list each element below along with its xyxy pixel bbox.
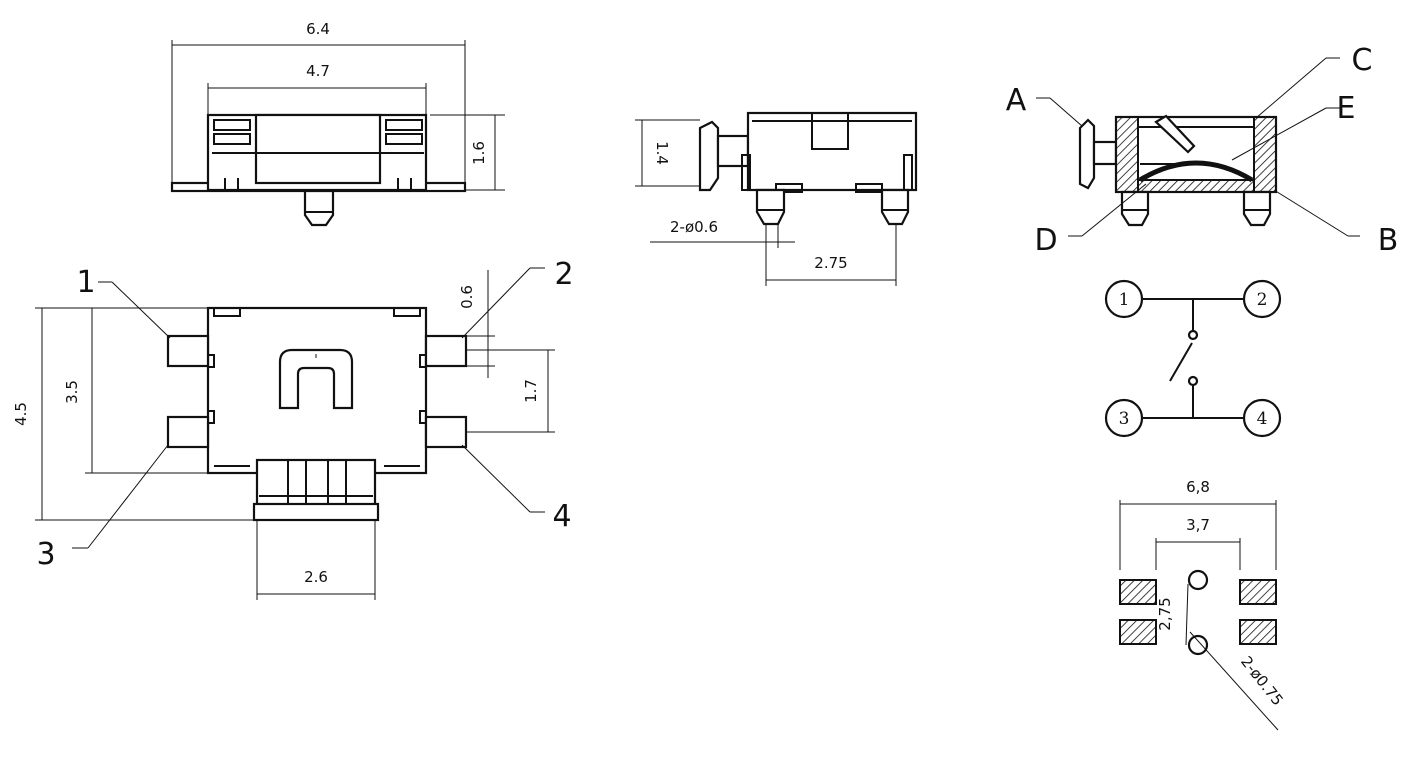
dim-pad-overall: 6,8 bbox=[1186, 478, 1210, 496]
dim-pin-span: 3.5 bbox=[63, 380, 81, 404]
dim-hole-diameter: 2-ø0.75 bbox=[1237, 653, 1287, 709]
part-label-b: B bbox=[1378, 223, 1399, 258]
part-label-e: E bbox=[1337, 91, 1356, 126]
dim-pad-inner: 3,7 bbox=[1186, 516, 1210, 534]
dim-top-height: 1.6 bbox=[470, 141, 488, 165]
side-view: 1.4 2-ø0.6 2.75 bbox=[635, 111, 918, 286]
part-label-c: C bbox=[1352, 43, 1373, 78]
dim-top-inner-width: 4.7 bbox=[306, 62, 330, 80]
dim-pin-pitch: 2.75 bbox=[814, 254, 847, 272]
part-label-a: A bbox=[1006, 83, 1027, 118]
dim-side-height: 1.4 bbox=[653, 141, 671, 165]
pin-label-1: 1 bbox=[76, 265, 95, 300]
part-label-d: D bbox=[1034, 223, 1057, 258]
switch-schematic: 1 2 3 4 bbox=[1104, 279, 1282, 438]
section-view: A C E D B bbox=[1006, 43, 1399, 258]
pad-3 bbox=[1119, 619, 1157, 645]
hole-1 bbox=[1187, 569, 1209, 591]
dim-hole-pitch: 2,75 bbox=[1156, 597, 1174, 630]
dim-pin-diameter: 2-ø0.6 bbox=[670, 218, 718, 236]
pad-1 bbox=[1119, 579, 1157, 605]
dim-top-overall-width: 6.4 bbox=[306, 20, 330, 38]
plan-view: 4.5 3.5 1.7 0.6 2.6 1 2 3 4 bbox=[12, 257, 574, 600]
node-label-4: 4 bbox=[1257, 409, 1268, 429]
hole-2 bbox=[1187, 634, 1209, 656]
pad-2 bbox=[1239, 579, 1277, 605]
pad-4 bbox=[1239, 619, 1277, 645]
dim-body-height: 4.5 bbox=[12, 402, 30, 426]
node-label-2: 2 bbox=[1257, 290, 1268, 310]
front-view: 6.4 4.7 1.6 bbox=[170, 20, 505, 227]
dim-pin-width: 0.6 bbox=[458, 285, 476, 309]
pin-label-3: 3 bbox=[36, 537, 55, 572]
pad-layout: 6,8 3,7 2,75 2-ø0.75 bbox=[1119, 478, 1287, 731]
pin-label-2: 2 bbox=[554, 257, 573, 292]
dim-actuator-width: 2.6 bbox=[304, 568, 328, 586]
node-label-1: 1 bbox=[1119, 290, 1130, 310]
node-label-3: 3 bbox=[1119, 409, 1130, 429]
dim-pin-spacing: 1.7 bbox=[522, 379, 540, 403]
pin-label-4: 4 bbox=[552, 499, 571, 534]
